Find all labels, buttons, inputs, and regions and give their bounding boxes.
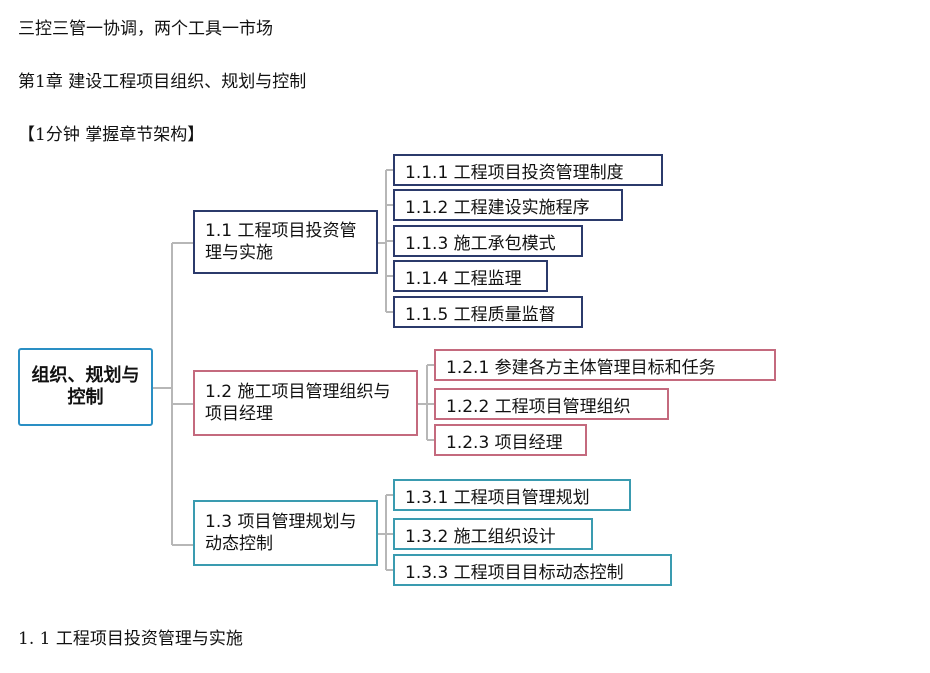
- leaf-node-1-2-1: 1.2.1 参建各方主体管理目标和任务: [434, 349, 776, 381]
- leaf-node-1-2-3: 1.2.3 项目经理: [434, 424, 587, 456]
- branch-node-1-3: 1.3 项目管理规划与动态控制: [193, 500, 378, 566]
- leaf-node-1-1-1: 1.1.1 工程项目投资管理制度: [393, 154, 663, 186]
- mindmap-root-node: 组织、规划与控制: [18, 348, 153, 426]
- leaf-node-1-1-2: 1.1.2 工程建设实施程序: [393, 189, 623, 221]
- section-heading: 1. 1 工程项目投资管理与实施: [18, 629, 243, 649]
- branch-node-1-1: 1.1 工程项目投资管理与实施: [193, 210, 378, 274]
- branch-node-1-2: 1.2 施工项目管理组织与项目经理: [193, 370, 418, 436]
- connector-root-branches: [153, 242, 193, 546]
- chapter-tip: 【1分钟 掌握章节架构】: [18, 125, 205, 145]
- leaf-node-1-3-1: 1.3.1 工程项目管理规划: [393, 479, 631, 511]
- connector-branch1-children: [378, 169, 393, 313]
- leaf-node-1-3-2: 1.3.2 施工组织设计: [393, 518, 593, 550]
- document-title-line: 三控三管一协调，两个工具一市场: [18, 19, 273, 39]
- leaf-node-1-2-2: 1.2.2 工程项目管理组织: [434, 388, 669, 420]
- connector-branch2-children: [418, 364, 434, 441]
- leaf-node-1-3-3: 1.3.3 工程项目目标动态控制: [393, 554, 672, 586]
- leaf-node-1-1-5: 1.1.5 工程质量监督: [393, 296, 583, 328]
- chapter-title: 第1章 建设工程项目组织、规划与控制: [18, 72, 307, 92]
- leaf-node-1-1-4: 1.1.4 工程监理: [393, 260, 548, 292]
- leaf-node-1-1-3: 1.1.3 施工承包模式: [393, 225, 583, 257]
- connector-branch3-children: [378, 494, 393, 571]
